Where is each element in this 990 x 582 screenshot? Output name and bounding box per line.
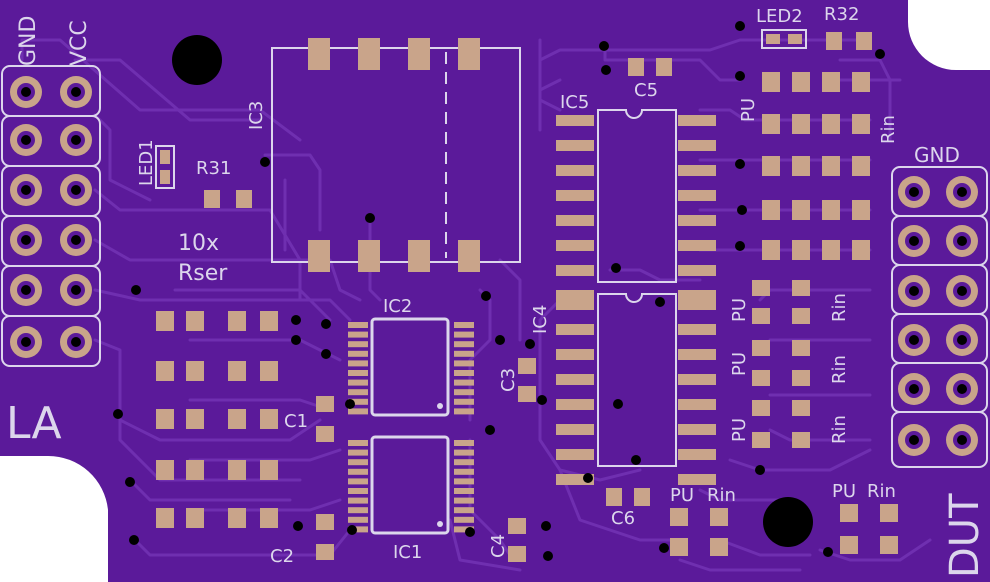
header-dut-pins (898, 176, 978, 456)
label-rin-1: Rin (829, 293, 850, 322)
label-c3: C3 (498, 368, 519, 392)
label-c5: C5 (634, 80, 658, 101)
label-ic1: IC1 (393, 542, 422, 563)
label-pu-2: PU (729, 352, 750, 376)
ic1-package (348, 435, 474, 535)
rser-array (156, 311, 278, 528)
label-ic3: IC3 (246, 101, 267, 130)
label-vcc-left: VCC (67, 20, 92, 66)
label-rin-bl: Rin (707, 485, 736, 506)
ic5-package (556, 109, 716, 301)
silkscreen-text: GND VCC LED1 R31 IC3 IC5 C5 LED2 R32 PU … (6, 4, 988, 578)
label-gnd-right: GND (914, 143, 960, 167)
label-pu-bl: PU (670, 485, 694, 506)
mounting-hole-top (172, 35, 222, 85)
label-c6: C6 (611, 508, 635, 529)
label-led1: LED1 (136, 139, 157, 186)
header-dut (891, 166, 988, 468)
vias (113, 21, 885, 561)
pullup-array-top (762, 72, 870, 260)
label-gnd-left: GND (16, 16, 41, 66)
ic4-package (556, 293, 716, 485)
mounting-hole-bottom (763, 497, 813, 547)
label-c4: C4 (488, 534, 509, 558)
label-rin-top: Rin (878, 115, 899, 144)
header-la-pins (10, 76, 92, 358)
label-ic4: IC4 (530, 305, 551, 334)
label-rin-2: Rin (829, 355, 850, 384)
label-dut: DUT (942, 493, 988, 578)
label-rin-3: Rin (829, 415, 850, 444)
label-c1: C1 (284, 411, 308, 432)
led1 (155, 145, 175, 189)
header-la (1, 65, 101, 367)
label-ic5: IC5 (560, 92, 589, 113)
pullup-array-mid (752, 280, 810, 448)
label-pu-br: PU (832, 481, 856, 502)
label-ic2: IC2 (383, 296, 412, 317)
label-c2: C2 (270, 546, 294, 567)
label-led2: LED2 (756, 6, 803, 27)
label-pu-1: PU (729, 298, 750, 322)
label-rser-mult: 10x (178, 231, 219, 256)
label-r32: R32 (824, 4, 859, 25)
label-pu-top: PU (738, 98, 759, 122)
label-rin-br: Rin (867, 481, 896, 502)
label-r31: R31 (196, 158, 231, 179)
ic3-package (271, 38, 521, 272)
label-rser: Rser (178, 261, 228, 286)
ic2-package (348, 317, 474, 417)
discrete-pads (204, 32, 898, 562)
label-pu-3: PU (729, 418, 750, 442)
label-la: LA (6, 398, 62, 449)
led2 (761, 29, 807, 49)
